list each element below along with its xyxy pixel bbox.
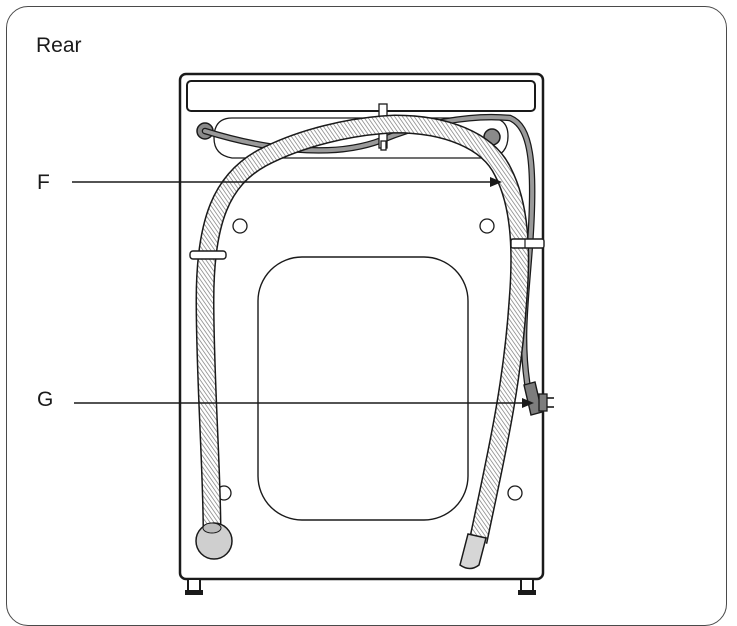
right-hose-clip	[510, 238, 545, 249]
callout-label-g: G	[37, 388, 54, 411]
power-plug	[523, 381, 554, 416]
drain-hose	[195, 114, 530, 570]
rear-service-panel	[257, 256, 469, 521]
transit-bolt-holes	[216, 218, 523, 501]
drain-outlet	[195, 522, 233, 560]
diagram-title: Rear	[36, 34, 82, 57]
leader-line-g	[74, 398, 534, 408]
leader-line-f	[72, 177, 502, 187]
callout-label-f: F	[37, 171, 50, 194]
left-hose-clip	[189, 250, 227, 260]
